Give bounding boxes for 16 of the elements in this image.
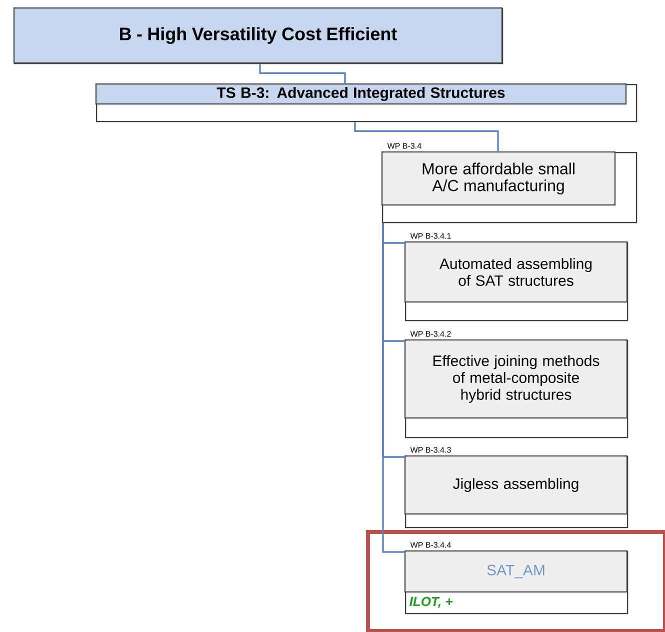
card: Effective joining methods of metal-composite hybrid structures <box>404 339 628 438</box>
highlight-frame <box>366 530 665 632</box>
connector-line <box>382 223 405 553</box>
connector-line <box>259 64 346 84</box>
card: Automated assembling of SAT structures <box>404 241 628 322</box>
work-package-label: WP B-3.4.2 <box>410 331 451 337</box>
work-package-label: WP B-3.4 <box>387 143 422 149</box>
connector-line <box>354 122 499 152</box>
work-package-label: WP B-3.4.1 <box>410 233 451 239</box>
card: SAT_AM ILOT, + <box>404 550 628 614</box>
work-package-label: WP B-3.4.4 <box>410 542 451 548</box>
card: B - High Versatility Cost Efficient <box>13 7 504 64</box>
card: More affordable small A/C manufacturing <box>381 151 638 224</box>
work-package-label: WP B-3.4.3 <box>410 447 451 453</box>
card: Jigless assembling <box>404 455 628 528</box>
card: TS B-3: Advanced Integrated Structures <box>95 83 638 122</box>
